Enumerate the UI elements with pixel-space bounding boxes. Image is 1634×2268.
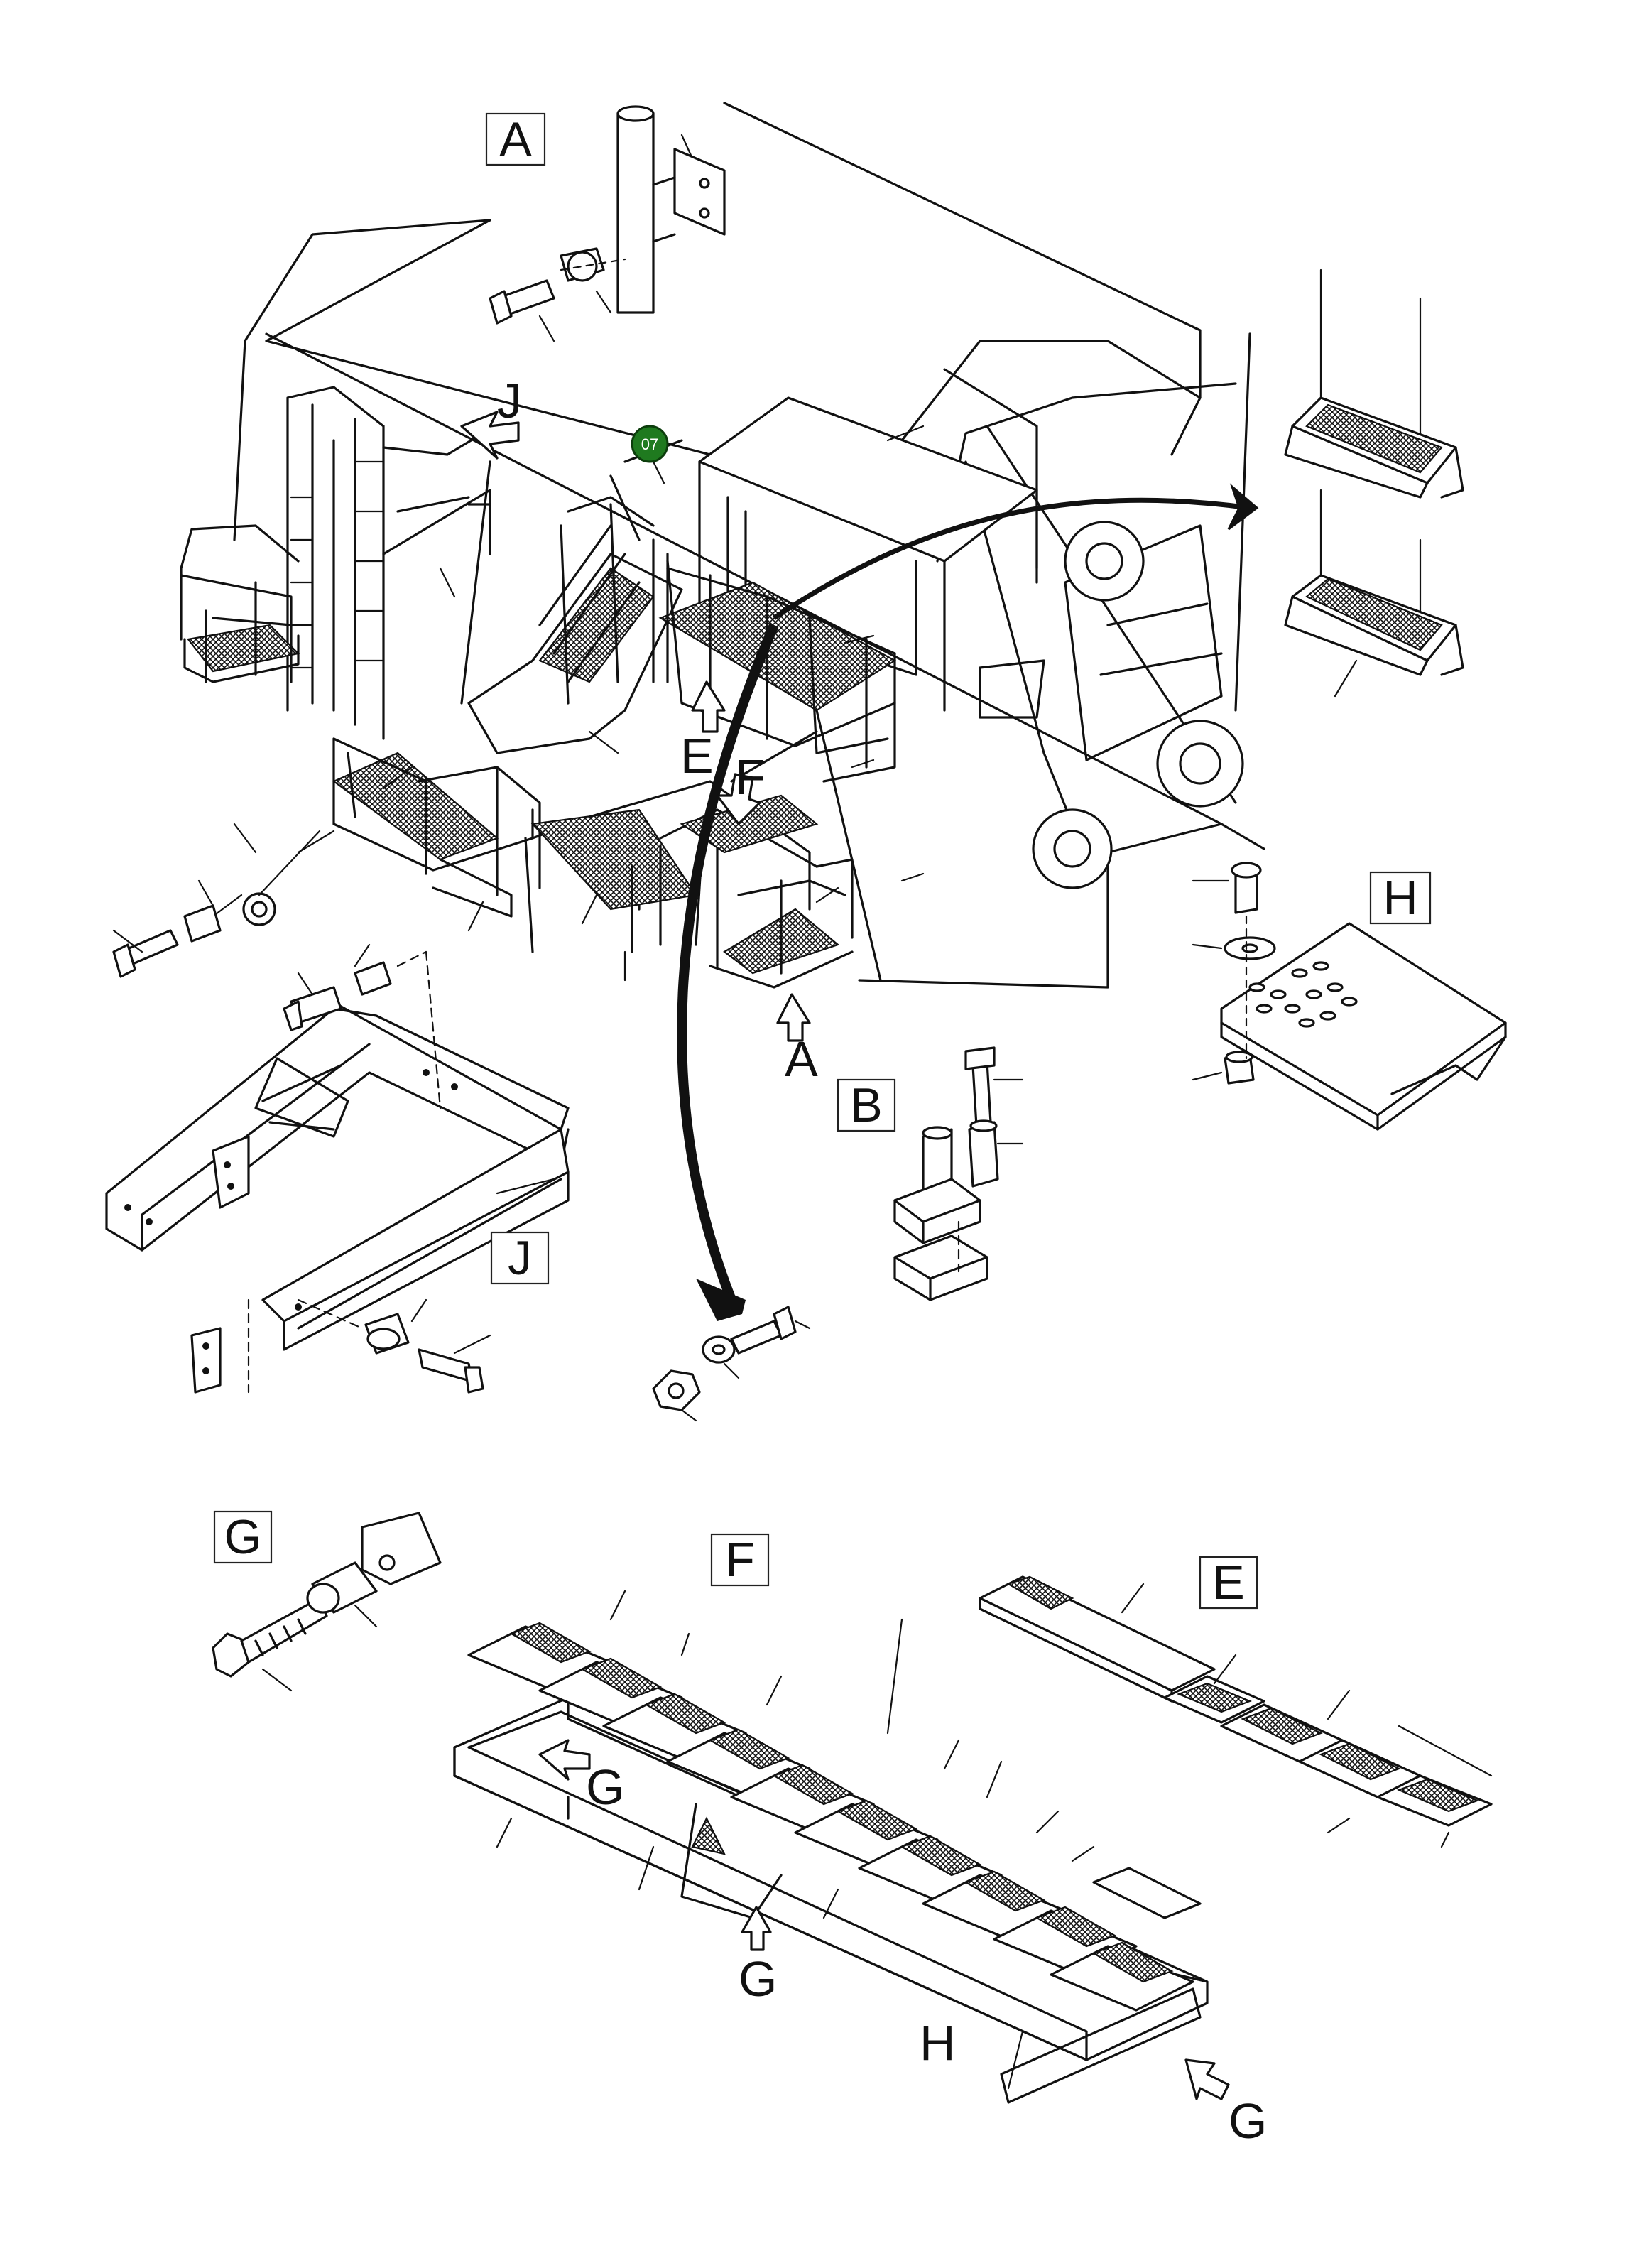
callout-marker[interactable]: 07: [631, 425, 669, 484]
left-platform: [180, 524, 300, 683]
view-label-f-box: F: [710, 1533, 770, 1587]
label-g-arrow-left: G: [586, 1759, 624, 1815]
detail-hanging-steps: [1284, 268, 1464, 698]
arrow-icon: [460, 411, 520, 460]
hub-upper: [1064, 521, 1145, 602]
detail-j-bolt: [190, 1298, 491, 1394]
arrow-icon: [1184, 2058, 1230, 2100]
svg-text:A: A: [499, 112, 532, 166]
arrow-icon: [741, 1906, 772, 1951]
machine-body: [233, 102, 1265, 989]
svg-text:E: E: [1212, 1556, 1244, 1610]
lower-left-platform: [332, 737, 541, 918]
curved-arrow-icon: [677, 623, 779, 1321]
callout-number: 07: [641, 435, 658, 453]
arrow-icon: [691, 680, 726, 733]
view-label-j-box: J: [490, 1231, 550, 1285]
bolt-spacer-left: [112, 830, 321, 978]
detail-a-post: [489, 105, 726, 342]
view-label-a-top: A: [485, 112, 546, 166]
label-j-arrow: J: [497, 373, 522, 428]
svg-text:J: J: [508, 1231, 532, 1285]
label-g-arrow-bottom: G: [739, 1951, 777, 2007]
detail-g-bolt: [212, 1512, 442, 1692]
label-f-arrow: F: [735, 749, 766, 805]
hub-lower: [1032, 808, 1113, 889]
cab-block: [698, 396, 1038, 712]
arrow-icon: [776, 993, 811, 1042]
svg-text:F: F: [725, 1533, 755, 1587]
label-e-arrow: E: [680, 728, 714, 783]
label-a-arrow: A: [785, 1031, 818, 1087]
ladder-tower: [286, 386, 491, 740]
detail-e-treads: [979, 1575, 1493, 1848]
slot-holes: [1248, 961, 1358, 1028]
svg-text:H: H: [1383, 871, 1417, 925]
detail-f-stairs: [453, 1590, 1209, 2104]
view-label-g-box: G: [213, 1510, 273, 1564]
svg-text:B: B: [850, 1078, 882, 1132]
view-label-b: B: [837, 1078, 896, 1132]
view-label-h-box: H: [1369, 871, 1432, 925]
label-g-arrow-right: G: [1229, 2093, 1267, 2149]
detail-j-frame: [105, 943, 570, 1351]
svg-text:G: G: [224, 1510, 262, 1564]
nut-washer-bolt: [652, 1306, 811, 1422]
detail-b-post: [893, 1046, 1024, 1301]
view-label-e-box: E: [1199, 1556, 1258, 1610]
arrow-icon: [538, 1739, 591, 1781]
arrow-icon: [716, 773, 761, 825]
stair-treads: [467, 1622, 1194, 2012]
label-h-bottom: H: [920, 2015, 956, 2071]
hub-middle: [1156, 720, 1244, 808]
curved-arrow-icon: [773, 483, 1259, 620]
detail-h-step: [1192, 862, 1507, 1131]
